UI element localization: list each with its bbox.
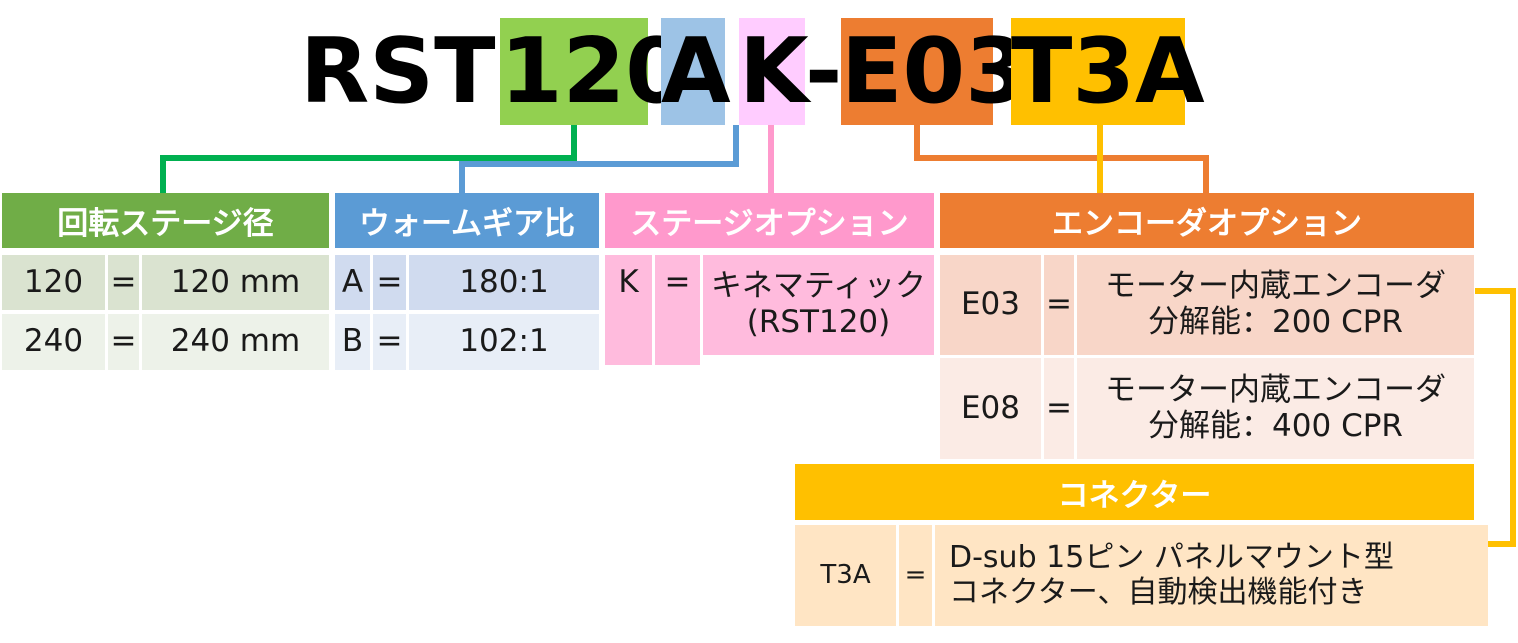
encoder-value-1-line2: 分解能：400 CPR — [1148, 407, 1403, 444]
gear-eq-1: = — [373, 314, 406, 370]
encoder-code-1: E08 — [940, 358, 1041, 459]
encoder-value-1-line1: モーター内蔵エンコーダ — [1105, 371, 1446, 408]
stage-size-header: 回転ステージ径 — [2, 193, 329, 248]
gear-ratio-header: ウォームギア比 — [335, 193, 599, 248]
code-gear: A — [661, 18, 731, 125]
encoder-value-0-line2: 分解能：200 CPR — [1148, 304, 1403, 340]
connector-header: コネクター — [795, 464, 1474, 520]
stage-option-header: ステージオプション — [605, 193, 934, 248]
encoder-option-header: エンコーダオプション — [940, 193, 1474, 248]
encoder-value-0: モーター内蔵エンコーダ 分解能：200 CPR — [1077, 255, 1474, 355]
stage-size-code-1: 240 — [2, 314, 105, 370]
connector-value-0: D-sub 15ピン パネルマウント型 コネクター、自動検出機能付き — [935, 525, 1488, 626]
line-encoder — [914, 125, 1209, 193]
code-stage-option: K — [739, 18, 809, 125]
encoder-code-0: E03 — [940, 255, 1041, 355]
code-connector: T3A — [1011, 18, 1205, 125]
connector-value-line1: D-sub 15ピン パネルマウント型 — [949, 540, 1394, 575]
code-size: 120 — [500, 18, 688, 125]
encoder-eq-0: = — [1044, 255, 1074, 355]
stage-option-value-line1: キネマティック — [710, 268, 927, 305]
gear-value-0: 180:1 — [409, 255, 599, 310]
stage-option-value-0: キネマティック (RST120) — [703, 255, 934, 355]
stage-size-value-0: 120 mm — [142, 255, 329, 310]
encoder-eq-1: = — [1044, 358, 1074, 459]
gear-eq-0: = — [373, 255, 406, 310]
line-connector-side — [1475, 288, 1516, 547]
line-size — [160, 125, 577, 193]
connector-code-0: T3A — [795, 525, 896, 626]
code-dash: - — [805, 19, 843, 124]
encoder-value-1: モーター内蔵エンコーダ 分解能：400 CPR — [1077, 358, 1474, 459]
gear-code-0: A — [335, 255, 370, 310]
encoder-value-0-line1: モーター内蔵エンコーダ — [1105, 268, 1446, 305]
gear-code-1: B — [335, 314, 370, 370]
gear-value-1: 102:1 — [409, 314, 599, 370]
stage-option-code-0: K — [605, 255, 652, 365]
stage-size-code-0: 120 — [2, 255, 105, 310]
stage-option-eq-0: = — [655, 255, 700, 365]
stage-size-value-1: 240 mm — [142, 314, 329, 370]
stage-size-eq-0: = — [108, 255, 139, 310]
stage-option-value-line2: (RST120) — [746, 304, 891, 340]
code-encoder: E03 — [841, 18, 1028, 125]
connector-value-line2: コネクター、自動検出機能付き — [949, 574, 1368, 610]
stage-size-eq-1: = — [108, 314, 139, 370]
code-prefix: RST — [300, 19, 496, 124]
line-gear — [459, 125, 739, 193]
connector-eq-0: = — [899, 525, 932, 626]
